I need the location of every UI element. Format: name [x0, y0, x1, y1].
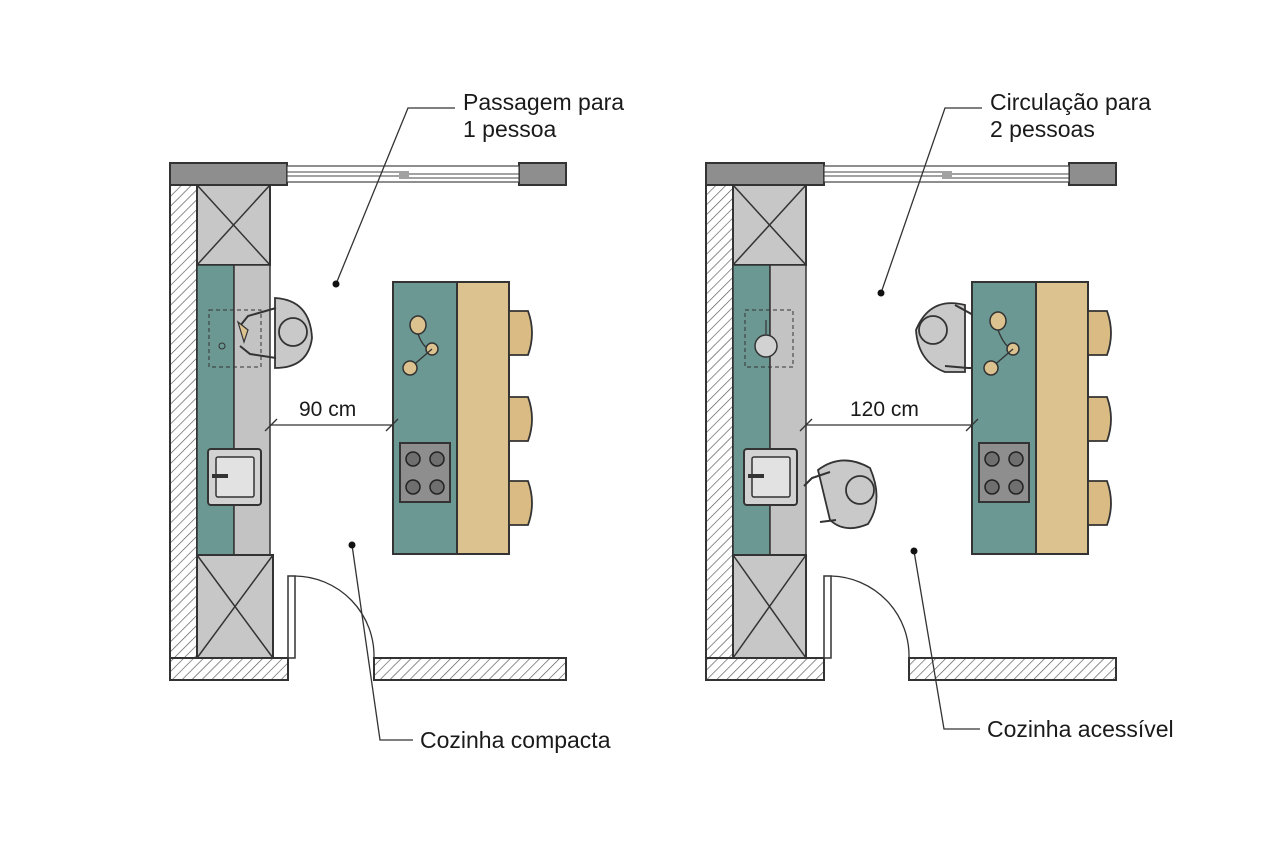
- plan-accessible: 120 cm: [705, 107, 1117, 730]
- cabinet-icon: [196, 184, 271, 266]
- island-tabletop: [456, 281, 510, 555]
- sink-icon: [743, 448, 798, 506]
- stool-icon: [508, 310, 533, 526]
- label-circulation-line2: 2 pessoas: [990, 116, 1095, 142]
- dimension-label: 90 cm: [299, 398, 356, 421]
- door-jamb: [287, 575, 296, 659]
- top-wall-right: [518, 162, 567, 186]
- dimension-label: 120 cm: [850, 398, 919, 421]
- cabinet-icon: [732, 554, 807, 659]
- sink-icon: [207, 448, 262, 506]
- bottom-wall-left: [705, 657, 825, 681]
- cabinet-icon: [732, 184, 807, 266]
- left-wall: [705, 184, 734, 681]
- counter-grey: [233, 264, 271, 556]
- label-passage-line1: Passagem para: [463, 89, 625, 115]
- prep-zone: [744, 309, 794, 368]
- leader-top: [332, 107, 455, 288]
- dimension-line: 120 cm: [799, 398, 979, 432]
- person-icon: [803, 459, 878, 530]
- utensil-icon: [983, 311, 1020, 376]
- stool-icon: [1087, 310, 1112, 526]
- door-jamb: [823, 575, 832, 659]
- counter-grey: [769, 264, 807, 556]
- label-accessible-kitchen: Cozinha acessível: [987, 716, 1174, 742]
- cabinet-icon: [196, 554, 274, 659]
- bottom-wall-right: [908, 657, 1117, 681]
- top-wall-left: [705, 162, 825, 186]
- counter-teal: [196, 264, 235, 556]
- counter-teal: [732, 264, 771, 556]
- island-tabletop: [1035, 281, 1089, 555]
- label-compact-kitchen: Cozinha compacta: [420, 727, 611, 753]
- person-icon: [236, 297, 313, 369]
- door-swing-icon: [294, 575, 375, 659]
- leader-bottom: [910, 547, 980, 730]
- utensil-icon: [402, 315, 439, 376]
- window-icon: [823, 165, 1070, 183]
- bottom-wall-right: [373, 657, 567, 681]
- dimension-line: 90 cm: [264, 398, 399, 432]
- cooktop-icon: [978, 442, 1030, 503]
- left-wall: [169, 184, 198, 681]
- cooktop-icon: [399, 442, 451, 503]
- label-circulation-line1: Circulação para: [990, 89, 1152, 115]
- prep-zone: [208, 309, 262, 368]
- leader-top: [877, 107, 982, 297]
- top-wall-left: [169, 162, 288, 186]
- top-wall-right: [1068, 162, 1117, 186]
- person-icon: [915, 302, 991, 373]
- window-icon: [286, 165, 520, 183]
- bottom-wall-left: [169, 657, 289, 681]
- leader-bottom: [348, 541, 413, 741]
- label-passage-line2: 1 pessoa: [463, 116, 557, 142]
- door-swing-icon: [830, 575, 910, 659]
- plan-compact: 90 cm: [169, 107, 567, 741]
